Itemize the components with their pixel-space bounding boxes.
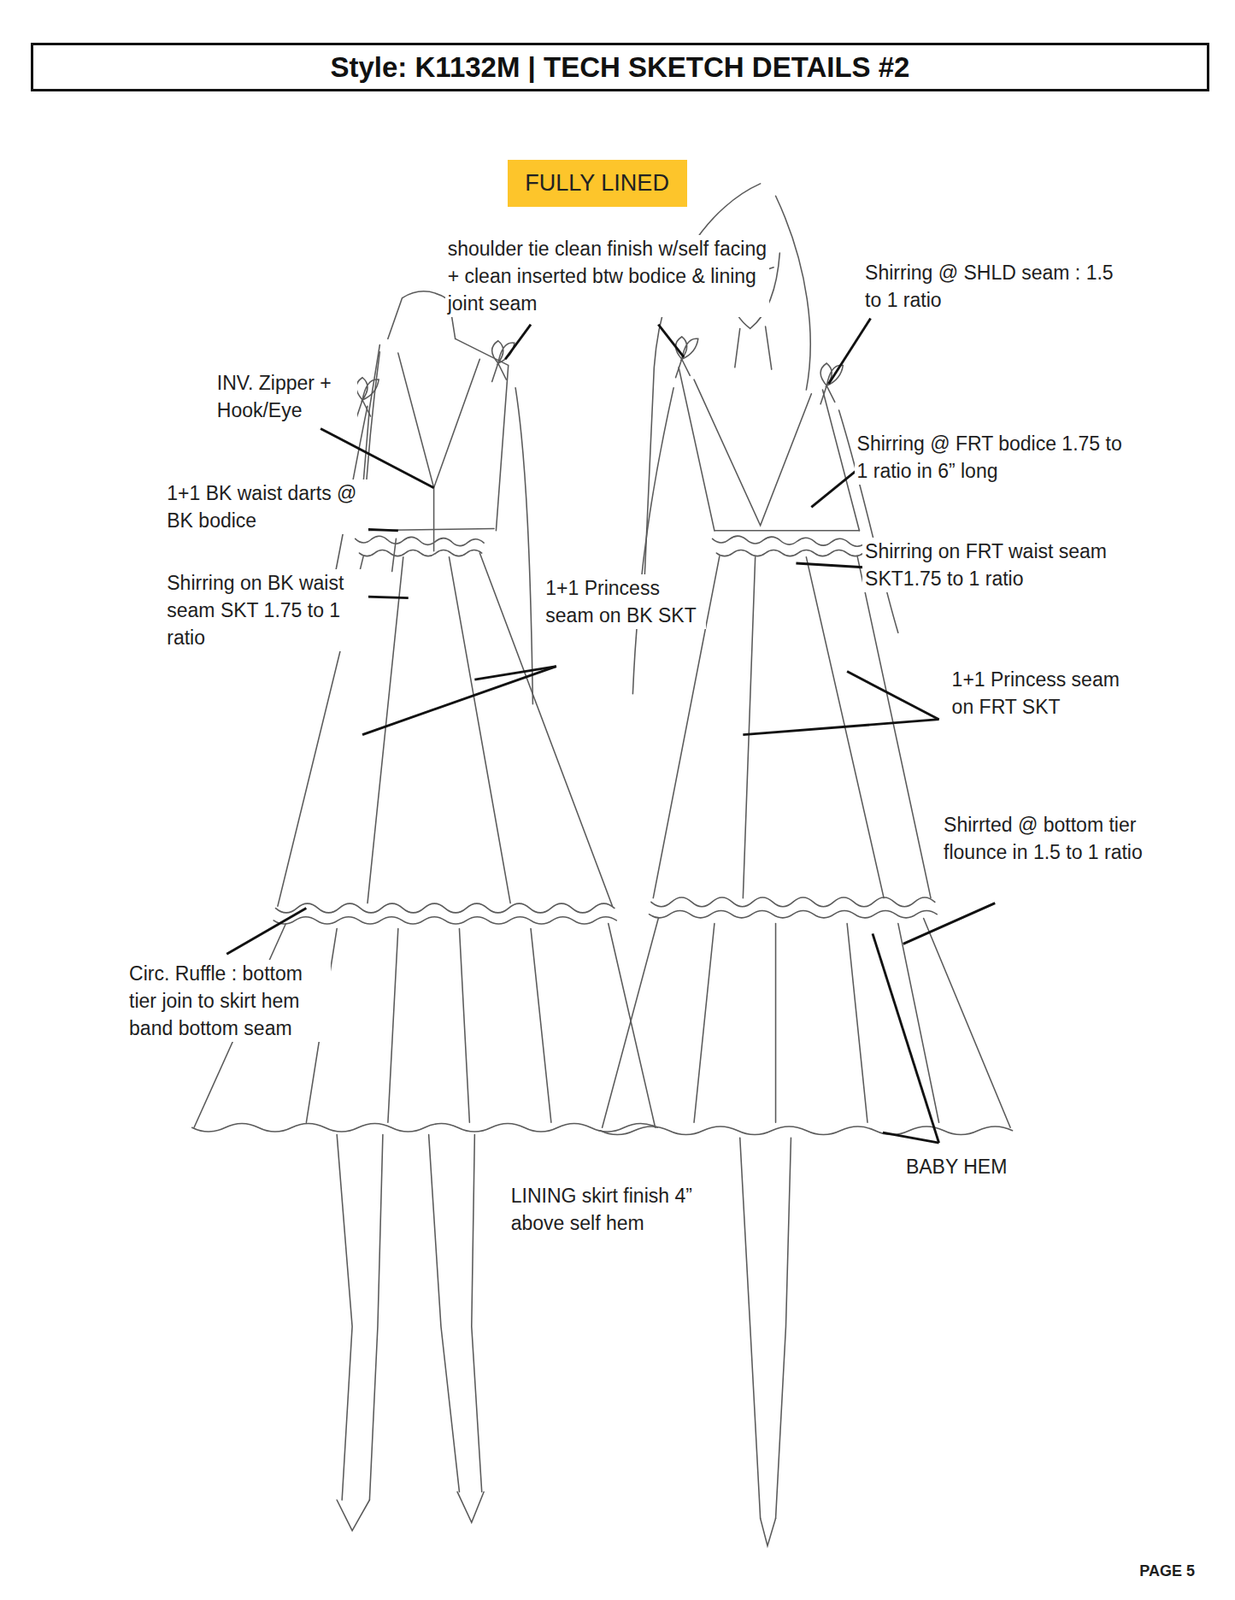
title-box: Style: K1132M | TECH SKETCH DETAILS #2 bbox=[30, 42, 1210, 92]
leader-line bbox=[505, 324, 531, 360]
leader-line bbox=[811, 471, 855, 508]
sketch-stroke bbox=[355, 535, 484, 546]
sketch-stroke bbox=[716, 550, 864, 557]
sketch-stroke bbox=[676, 336, 699, 378]
sketch-stroke bbox=[857, 556, 931, 899]
callout-note: shoulder tie clean finish w/self facing … bbox=[445, 235, 771, 318]
callout-note: Shirrted @ bottom tier flounce in 1.5 to… bbox=[940, 811, 1146, 866]
sketch-stroke bbox=[693, 923, 715, 1123]
sketch-stroke bbox=[651, 897, 936, 907]
leader-line bbox=[846, 671, 939, 720]
leader-line bbox=[795, 563, 864, 568]
sketch-stroke bbox=[599, 1126, 1012, 1136]
sketch-stroke bbox=[649, 911, 938, 918]
sketch-stroke bbox=[632, 388, 674, 694]
sketch-stroke bbox=[765, 326, 772, 370]
sketch-stroke bbox=[192, 1123, 658, 1132]
sketch-stroke bbox=[392, 538, 397, 571]
sketch-lines bbox=[192, 183, 1013, 1547]
sketch-stroke bbox=[429, 1135, 460, 1493]
leader-line bbox=[362, 666, 557, 736]
sketch-stroke bbox=[336, 1135, 353, 1500]
sketch-stroke bbox=[449, 557, 512, 904]
sketch-stroke bbox=[678, 367, 715, 531]
sketch-stroke bbox=[735, 328, 741, 367]
sketch-stroke bbox=[336, 1499, 370, 1531]
sketch-stroke bbox=[740, 1137, 761, 1518]
sketch-stroke bbox=[775, 923, 777, 1123]
callout-note: Shirring @ SHLD seam : 1.5 to 1 ratio bbox=[862, 258, 1118, 314]
leader-line bbox=[474, 666, 557, 681]
sketch-stroke bbox=[820, 363, 843, 405]
sketch-stroke bbox=[492, 341, 515, 383]
badge-box: FULLY LINED bbox=[507, 159, 688, 207]
sketch-stroke bbox=[388, 928, 399, 1123]
callout-note: 1+1 Princess seam on FRT SKT bbox=[949, 665, 1124, 721]
sketch-stroke bbox=[776, 1137, 792, 1518]
leader-line bbox=[872, 933, 940, 1143]
sketch-stroke bbox=[530, 928, 552, 1123]
sketch-stroke bbox=[458, 928, 470, 1123]
sketch-stroke bbox=[356, 377, 379, 419]
sketch-stroke bbox=[693, 379, 812, 526]
sketch-stroke bbox=[714, 529, 860, 532]
sketch-stroke bbox=[398, 352, 481, 489]
callout-note: 1+1 BK waist darts @ BK bodice bbox=[164, 479, 369, 535]
callout-note: Shirring on FRT waist seam SKT1.75 to 1 … bbox=[862, 537, 1133, 593]
sketch-stroke bbox=[276, 903, 615, 913]
leader-line bbox=[226, 908, 306, 955]
leader-line bbox=[903, 903, 995, 945]
leader-line bbox=[658, 324, 684, 358]
callout-note: INV. Zipper + Hook/Eye bbox=[214, 369, 358, 424]
leader-line bbox=[882, 1132, 940, 1143]
callout-note: 1+1 Princess seam on BK SKT bbox=[542, 574, 706, 630]
callout-note: BABY HEM bbox=[903, 1152, 1057, 1181]
page-number: PAGE 5 bbox=[1136, 1557, 1209, 1585]
sketch-stroke bbox=[898, 923, 940, 1123]
sketch-stroke bbox=[742, 557, 755, 899]
sketch-stroke bbox=[471, 1135, 483, 1493]
sketch-stroke bbox=[602, 917, 659, 1128]
sketch-stroke bbox=[369, 1135, 383, 1500]
sketch-stroke bbox=[273, 917, 617, 924]
callout-note: LINING skirt finish 4” above self hem bbox=[508, 1182, 713, 1237]
sketch-stroke bbox=[923, 917, 1011, 1128]
leader-line bbox=[829, 317, 871, 383]
callout-note: Shirring @ FRT bodice 1.75 to 1 ratio in… bbox=[854, 429, 1125, 485]
callout-note: Circ. Ruffle : bottom tier join to skirt… bbox=[126, 959, 331, 1042]
sketch-stroke bbox=[776, 195, 812, 390]
badge-text: FULLY LINED bbox=[524, 170, 670, 197]
callout-note: Shirring on BK waist seam SKT 1.75 to 1 … bbox=[164, 569, 369, 652]
sketch-stroke bbox=[760, 1517, 777, 1546]
sketch-stroke bbox=[358, 550, 482, 557]
sketch-stroke bbox=[846, 923, 868, 1123]
sketch-stroke bbox=[433, 488, 436, 552]
title-text: Style: K1132M | TECH SKETCH DETAILS #2 bbox=[329, 51, 910, 84]
sketch-stroke bbox=[712, 535, 866, 547]
sketch-stroke bbox=[457, 1491, 484, 1523]
leader-line bbox=[742, 719, 939, 736]
